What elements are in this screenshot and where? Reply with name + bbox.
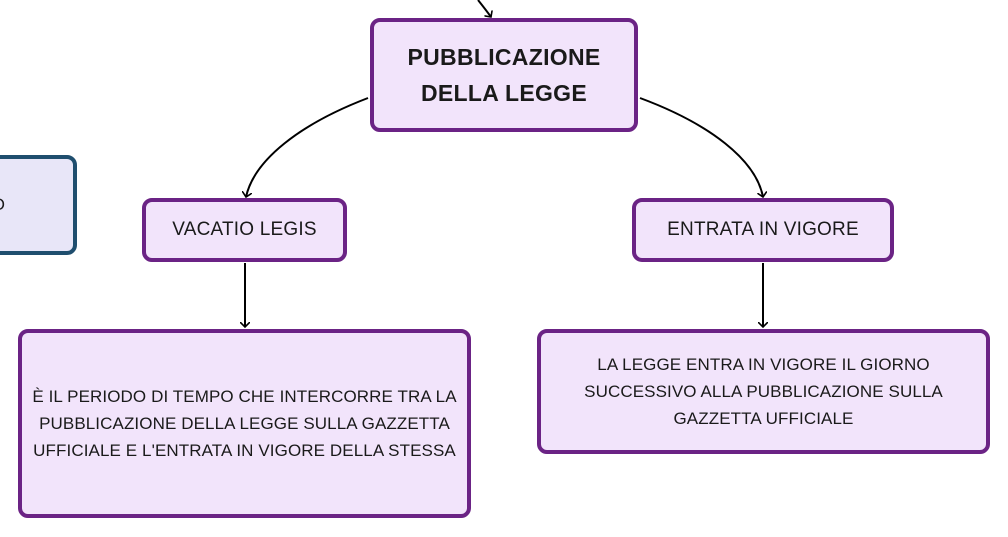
entrata-description-text: LA LEGGE ENTRA IN VIGORE IL GIORNO SUCCE…: [584, 355, 943, 428]
branch-node-entrata-in-vigore[interactable]: ENTRATA IN VIGORE: [632, 198, 894, 262]
vacatio-label: VACATIO LEGIS: [172, 219, 317, 240]
root-title-line2: DELLA LEGGE: [420, 80, 587, 106]
description-node-entrata[interactable]: LA LEGGE ENTRA IN VIGORE IL GIORNO SUCCE…: [537, 329, 990, 454]
connector-root-to-entrata: [639, 97, 763, 197]
branch-node-vacatio-legis[interactable]: VACATIO LEGIS: [142, 198, 347, 262]
root-node-title: PUBBLICAZIONE DELLA LEGGE: [407, 39, 600, 111]
partial-offscreen-node[interactable]: O: [0, 155, 77, 255]
description-node-vacatio[interactable]: È IL PERIODO DI TEMPO CHE INTERCORRE TRA…: [18, 329, 471, 518]
entrata-label: ENTRATA IN VIGORE: [667, 219, 859, 240]
connector-root-to-vacatio: [246, 97, 369, 197]
incoming-connector: [477, 0, 491, 17]
root-node-pubblicazione[interactable]: PUBBLICAZIONE DELLA LEGGE: [370, 18, 638, 132]
partial-node-text: O: [0, 195, 5, 215]
root-title-line1: PUBBLICAZIONE: [407, 44, 601, 70]
vacatio-description-text: È IL PERIODO DI TEMPO CHE INTERCORRE TRA…: [32, 387, 457, 460]
